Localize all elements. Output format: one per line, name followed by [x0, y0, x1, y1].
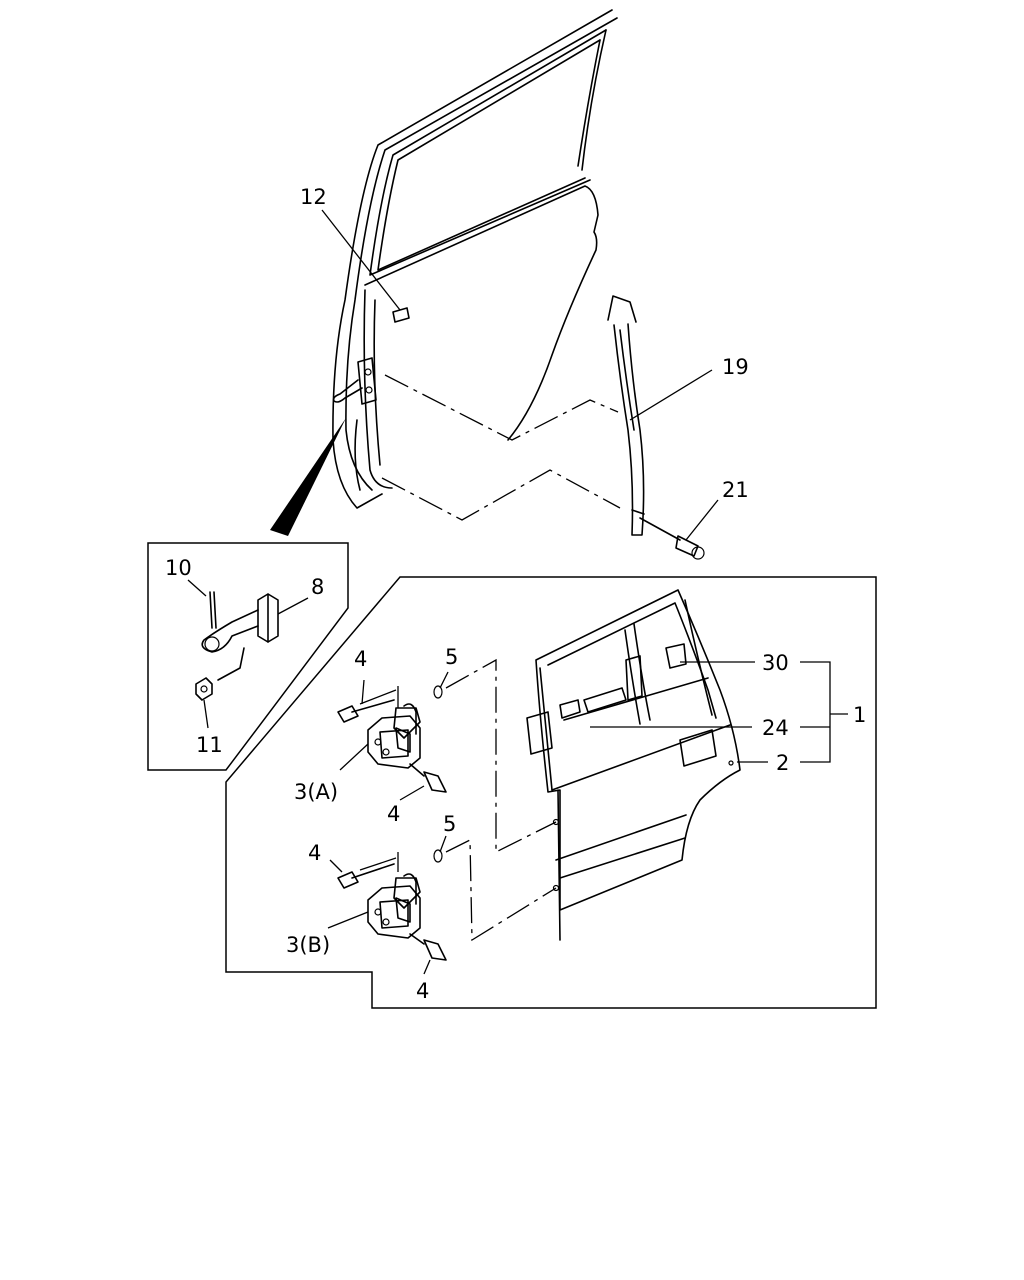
leader-lines [187, 209, 848, 975]
bolt-21 [639, 517, 705, 560]
label-10: 10 [165, 556, 192, 580]
label-2: 2 [776, 751, 789, 775]
label-24: 24 [762, 716, 789, 740]
label-30: 30 [762, 651, 789, 675]
label-21: 21 [722, 478, 749, 502]
assembly-line [445, 658, 557, 854]
part-labels: 12 19 21 10 8 11 4 5 3(A) 4 4 5 3(B) 4 3… [165, 185, 866, 1003]
hinge-3b [337, 849, 447, 961]
label-5-hinge-b: 5 [443, 812, 456, 836]
label-5-hinge-a: 5 [445, 645, 458, 669]
label-8: 8 [311, 575, 324, 599]
assembly-line [384, 374, 619, 441]
door-check-assembly [195, 591, 279, 701]
label-4-hinge-b-bottom: 4 [416, 979, 429, 1003]
label-3a: 3(A) [294, 780, 338, 804]
detail-box-door-check [147, 542, 349, 771]
hinge-3a [337, 685, 447, 793]
label-12: 12 [300, 185, 327, 209]
label-4-hinge-a-bottom: 4 [387, 802, 400, 826]
lower-door-panel [526, 589, 741, 941]
label-19: 19 [722, 355, 749, 379]
label-4-hinge-a-top: 4 [354, 647, 367, 671]
upper-door-assembly [270, 9, 618, 536]
assembly-line [445, 838, 557, 942]
label-1: 1 [853, 703, 866, 727]
label-4-hinge-b-top: 4 [308, 841, 321, 865]
detail-pointer [270, 418, 346, 536]
detail-box-door-assembly [225, 576, 877, 1009]
label-3b: 3(B) [286, 933, 330, 957]
label-11: 11 [196, 733, 223, 757]
assembly-line [381, 469, 621, 521]
weatherstrip-19 [607, 295, 645, 536]
